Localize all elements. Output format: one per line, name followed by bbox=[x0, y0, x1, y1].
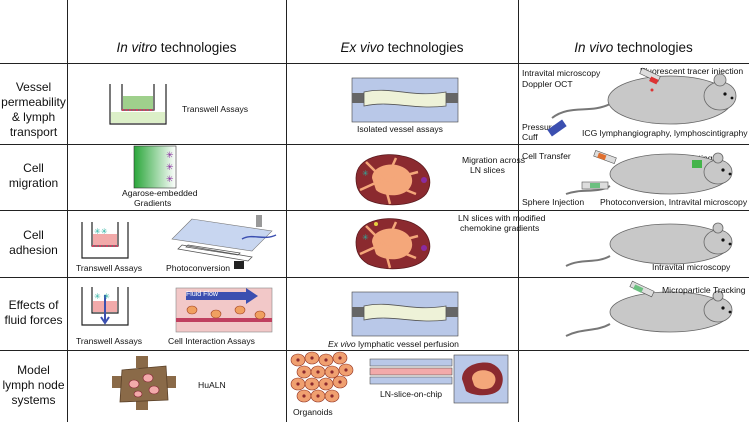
svg-text:✳: ✳ bbox=[362, 233, 369, 242]
label-cell-transfer: Cell Transfer bbox=[522, 151, 571, 161]
vessel-perfusion-illustration bbox=[351, 291, 459, 337]
row-label-cell-migration: Cell migration bbox=[8, 161, 59, 190]
cell-interaction-illustration bbox=[175, 287, 273, 333]
label-photoconversion: Photoconversion bbox=[166, 263, 231, 273]
mouse-illustration bbox=[547, 67, 737, 137]
grid-line bbox=[67, 0, 68, 422]
transwell-illustration bbox=[109, 84, 167, 125]
label-ln-slices: LN slices bbox=[470, 165, 505, 175]
label-icg-lymphangiography: ICG lymphangiography, lymphoscintigraphy bbox=[582, 128, 748, 138]
label-fluorescent-tracer-injection: Fluorescent tracer injection bbox=[640, 66, 744, 76]
photoconversion-illustration bbox=[171, 215, 277, 269]
grid-line bbox=[0, 277, 749, 278]
label-organoids: Organoids bbox=[293, 407, 333, 417]
svg-text:✳: ✳ bbox=[166, 163, 174, 173]
grid-line bbox=[286, 0, 287, 422]
grid-line bbox=[0, 210, 749, 211]
header-ex-vivo: Ex vivo technologies bbox=[340, 40, 464, 55]
label-intravital-microscopy: Intravital microscopy bbox=[522, 68, 601, 78]
agarose-gradient-illustration: ✳ ✳ ✳ bbox=[133, 145, 177, 189]
isolated-vessel-illustration bbox=[351, 77, 459, 123]
transwell-illustration: ✳ ✳ bbox=[81, 287, 129, 326]
hualn-illustration bbox=[112, 356, 176, 410]
ln-slice-illustration: ✳ bbox=[355, 218, 431, 270]
label-cell-interaction-assays: Cell Interaction Assays bbox=[168, 336, 255, 346]
svg-text:✳: ✳ bbox=[166, 151, 174, 161]
label-sphere-injection: Sphere Injection bbox=[522, 197, 585, 207]
header-in-vitro: In vitro technologies bbox=[116, 40, 237, 55]
label-transwell-assays: Transwell Assays bbox=[182, 104, 249, 114]
row-label-lymph-node-models: Model lymph node systems bbox=[2, 363, 65, 407]
mouse-illustration bbox=[565, 150, 733, 195]
label-chemokine-gradients: chemokine gradients bbox=[460, 223, 540, 233]
organoids-illustration bbox=[290, 351, 354, 403]
header-in-vivo: In vivo technologies bbox=[574, 40, 693, 55]
grid-line bbox=[0, 63, 749, 64]
mouse-illustration bbox=[565, 222, 733, 267]
label-microparticle-tracking: Microparticle Tracking bbox=[662, 285, 746, 295]
ln-slice-on-chip-illustration bbox=[369, 354, 509, 404]
svg-text:✳ ✳: ✳ ✳ bbox=[94, 292, 110, 301]
label-doppler-oct: Doppler OCT bbox=[522, 79, 573, 89]
label-ln-slices-modified: LN slices with modified bbox=[458, 213, 546, 223]
grid-line bbox=[0, 144, 749, 145]
mouse-illustration bbox=[565, 280, 733, 337]
row-label-vessel-permeability: Vessel permeability & lymph transport bbox=[1, 80, 66, 139]
grid-line bbox=[518, 0, 519, 422]
svg-text:✳: ✳ bbox=[166, 175, 174, 185]
label-fluid-flow: Fluid Flow bbox=[186, 291, 218, 298]
label-migration-across: Migration across bbox=[462, 155, 526, 165]
label-gradients: Gradients bbox=[134, 198, 172, 208]
label-pressure: Pressure bbox=[522, 122, 557, 132]
transwell-illustration: ✳✳ bbox=[81, 222, 129, 259]
label-isolated-vessel-assays: Isolated vessel assays bbox=[357, 124, 443, 134]
label-transwell-assays: Transwell Assays bbox=[76, 263, 143, 273]
label-hualn: HuALN bbox=[198, 380, 226, 390]
label-ex-vivo-perfusion: Ex vivo lymphatic vessel perfusion bbox=[328, 339, 459, 349]
ln-slice-illustration: ✳ bbox=[355, 154, 431, 206]
label-photoconversion-intravital: Photoconversion, Intravital microscopy bbox=[600, 197, 748, 207]
row-label-cell-adhesion: Cell adhesion bbox=[9, 228, 58, 257]
label-ln-slice-on-chip: LN-slice-on-chip bbox=[380, 389, 443, 399]
label-cuff: Cuff bbox=[522, 132, 538, 142]
svg-text:✳✳: ✳✳ bbox=[94, 227, 108, 236]
label-intravital-microscopy: Intravital microscopy bbox=[652, 262, 731, 272]
label-transwell-assays: Transwell Assays bbox=[76, 336, 143, 346]
grid-line bbox=[0, 350, 749, 351]
row-label-fluid-forces: Effects of fluid forces bbox=[4, 298, 63, 327]
svg-text:✳: ✳ bbox=[362, 169, 369, 178]
label-agarose-embedded: Agarose-embedded bbox=[122, 188, 198, 198]
